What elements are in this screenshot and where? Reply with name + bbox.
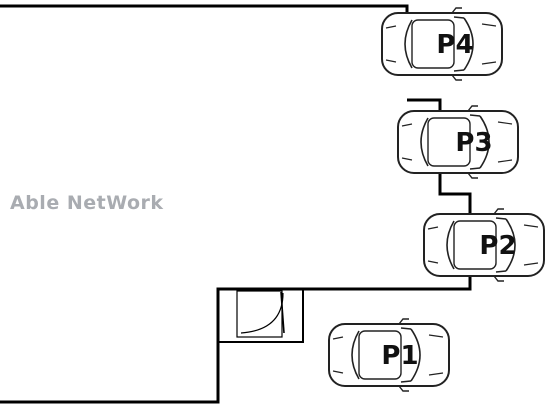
parking-space-p4: P4	[381, 7, 503, 81]
entrance-door-box	[217, 288, 304, 343]
parking-label-p1: P1	[381, 341, 418, 371]
door-swing-arc	[240, 292, 284, 334]
parking-label-p2: P2	[479, 231, 516, 261]
parking-label-p3: P3	[455, 128, 492, 158]
door-panel	[236, 290, 283, 338]
parking-space-p3: P3	[397, 105, 519, 179]
parking-space-p2: P2	[423, 208, 545, 282]
watermark-text: Able NetWork	[10, 192, 164, 214]
parking-space-p1: P1	[328, 318, 450, 392]
lot-boundary-line	[0, 4, 472, 404]
parking-label-p4: P4	[436, 30, 473, 60]
